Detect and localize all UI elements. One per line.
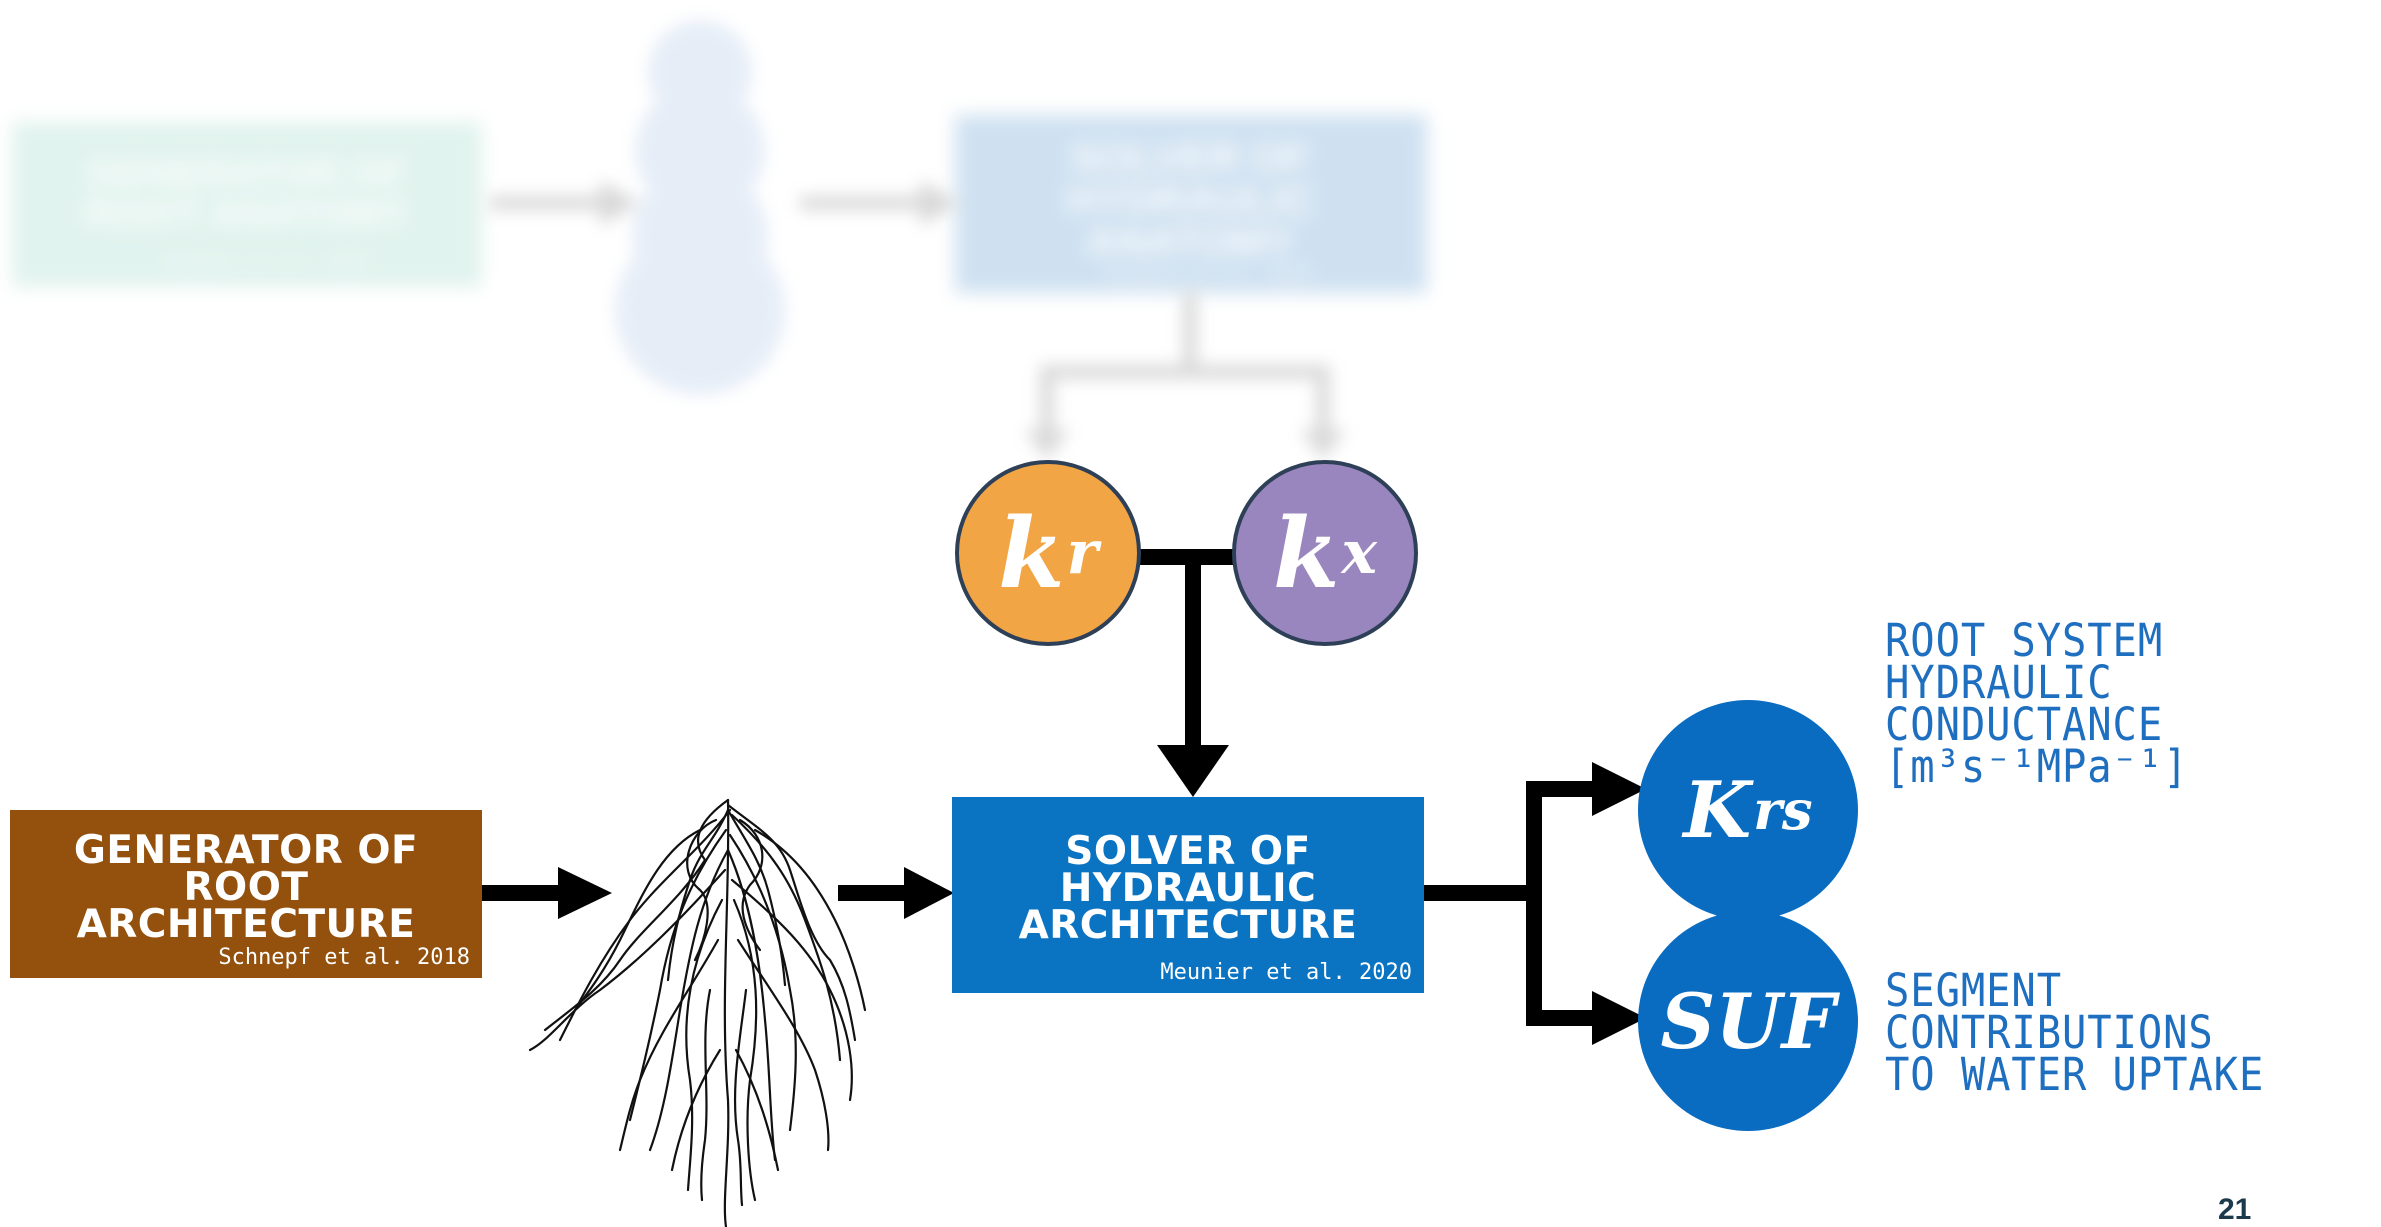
- generator-root-architecture-box: GENERATOR OF ROOT ARCHITECTURE Schnepf e…: [10, 810, 482, 978]
- solver-reference: Meunier et al. 2020: [1160, 960, 1412, 985]
- krs-base: K: [1683, 764, 1752, 856]
- page-number: 21: [2218, 1193, 2252, 1226]
- blurred-anatomy-graphics: [490, 20, 1346, 460]
- branch-to-suf-shaft: [1526, 1010, 1596, 1026]
- suf-base: SUF: [1660, 976, 1836, 1066]
- blurred-solver-anatomy-title: SOLVER OF HYDRAULIC ANATOMY: [1066, 134, 1314, 265]
- suf-label-line: TO WATER UPTAKE: [1885, 1048, 2265, 1101]
- root-to-solver-arrow-shaft: [838, 885, 908, 901]
- kr-base: k: [998, 496, 1065, 610]
- solver-title: SOLVER OF HYDRAULIC ARCHITECTURE: [1018, 828, 1358, 948]
- krs-units: [m³s⁻¹MPa⁻¹]: [1885, 740, 2189, 793]
- blurred-solver-anatomy-ref: Heymans et al. 2020: [1105, 263, 1311, 284]
- generator-to-root-arrow-shaft: [482, 885, 562, 901]
- blurred-generator-anatomy-ref: Heymans et al. 2020: [162, 252, 368, 273]
- kx-subscript: x: [1341, 518, 1377, 588]
- generator-to-root-arrowhead: [558, 867, 612, 919]
- blurred-solver-anatomy-box: SOLVER OF HYDRAULIC ANATOMY Heymans et a…: [955, 115, 1427, 293]
- krs-label-line: HYDRAULIC: [1885, 656, 2113, 709]
- suf-label-line: SEGMENT: [1885, 964, 2062, 1017]
- branch-to-krs-shaft: [1526, 781, 1596, 797]
- krs-label-line: ROOT SYSTEM: [1885, 614, 2164, 667]
- suf-circle: SUF: [1638, 911, 1858, 1131]
- blurred-generator-anatomy-title: GENERATOR OF ROOT ANATOMY: [85, 152, 409, 236]
- solver-output-shaft: [1424, 885, 1534, 901]
- blurred-generator-anatomy-box: GENERATOR OF ROOT ANATOMY Heymans et al.…: [12, 122, 482, 287]
- root-to-solver-arrowhead: [904, 867, 954, 919]
- kx-base: k: [1273, 496, 1340, 610]
- root-system-illustration: [528, 798, 867, 1227]
- branch-to-krs-arrowhead: [1592, 762, 1646, 816]
- output-branch-vertical: [1526, 781, 1542, 1026]
- krs-subscript: rs: [1753, 778, 1813, 842]
- k-to-solver-arrowhead: [1157, 745, 1229, 797]
- generator-reference: Schnepf et al. 2018: [218, 945, 470, 970]
- k-to-solver-stem: [1185, 549, 1201, 749]
- solver-hydraulic-architecture-box: SOLVER OF HYDRAULIC ARCHITECTURE Meunier…: [952, 797, 1424, 993]
- kr-subscript: r: [1066, 518, 1098, 588]
- suf-label-line: CONTRIBUTIONS: [1885, 1006, 2214, 1059]
- branch-to-suf-arrowhead: [1592, 991, 1646, 1045]
- krs-label-line: CONDUCTANCE: [1885, 698, 2164, 751]
- generator-title: GENERATOR OF ROOT ARCHITECTURE: [73, 827, 419, 947]
